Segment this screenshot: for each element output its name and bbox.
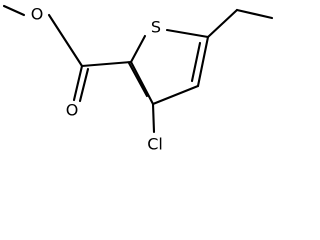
sulfur-label: S bbox=[151, 18, 161, 37]
bond-c3-chlorine bbox=[151, 102, 156, 134]
chlorine-label: Cl bbox=[147, 135, 163, 154]
bond-ring-c4-c3 bbox=[151, 84, 200, 106]
bond-ring-c3-c2 bbox=[129, 60, 155, 106]
bond-carbonyl-double-a bbox=[72, 64, 84, 102]
bond-carbonyl-ring bbox=[80, 60, 133, 68]
ester-oxygen-label: O bbox=[31, 5, 44, 24]
molecule-structure: S O O Cl bbox=[2, 4, 274, 154]
bond-oxygen-carbonyl bbox=[47, 13, 84, 68]
bond-ring-c5-c4 bbox=[196, 35, 210, 88]
bond-ring-s-c5 bbox=[165, 28, 210, 39]
bond-ring-c3-c2-inner bbox=[127, 61, 149, 98]
bond-ring-c2-s bbox=[129, 34, 147, 64]
bond-ethyl-1 bbox=[206, 8, 239, 39]
carbonyl-oxygen-label: O bbox=[66, 101, 79, 120]
bond-carbonyl-double-b bbox=[78, 67, 90, 103]
bond-methyl-oxygen bbox=[2, 4, 26, 17]
bond-ethyl-2 bbox=[235, 8, 274, 20]
bond-ring-c5-c4-inner bbox=[190, 41, 202, 83]
